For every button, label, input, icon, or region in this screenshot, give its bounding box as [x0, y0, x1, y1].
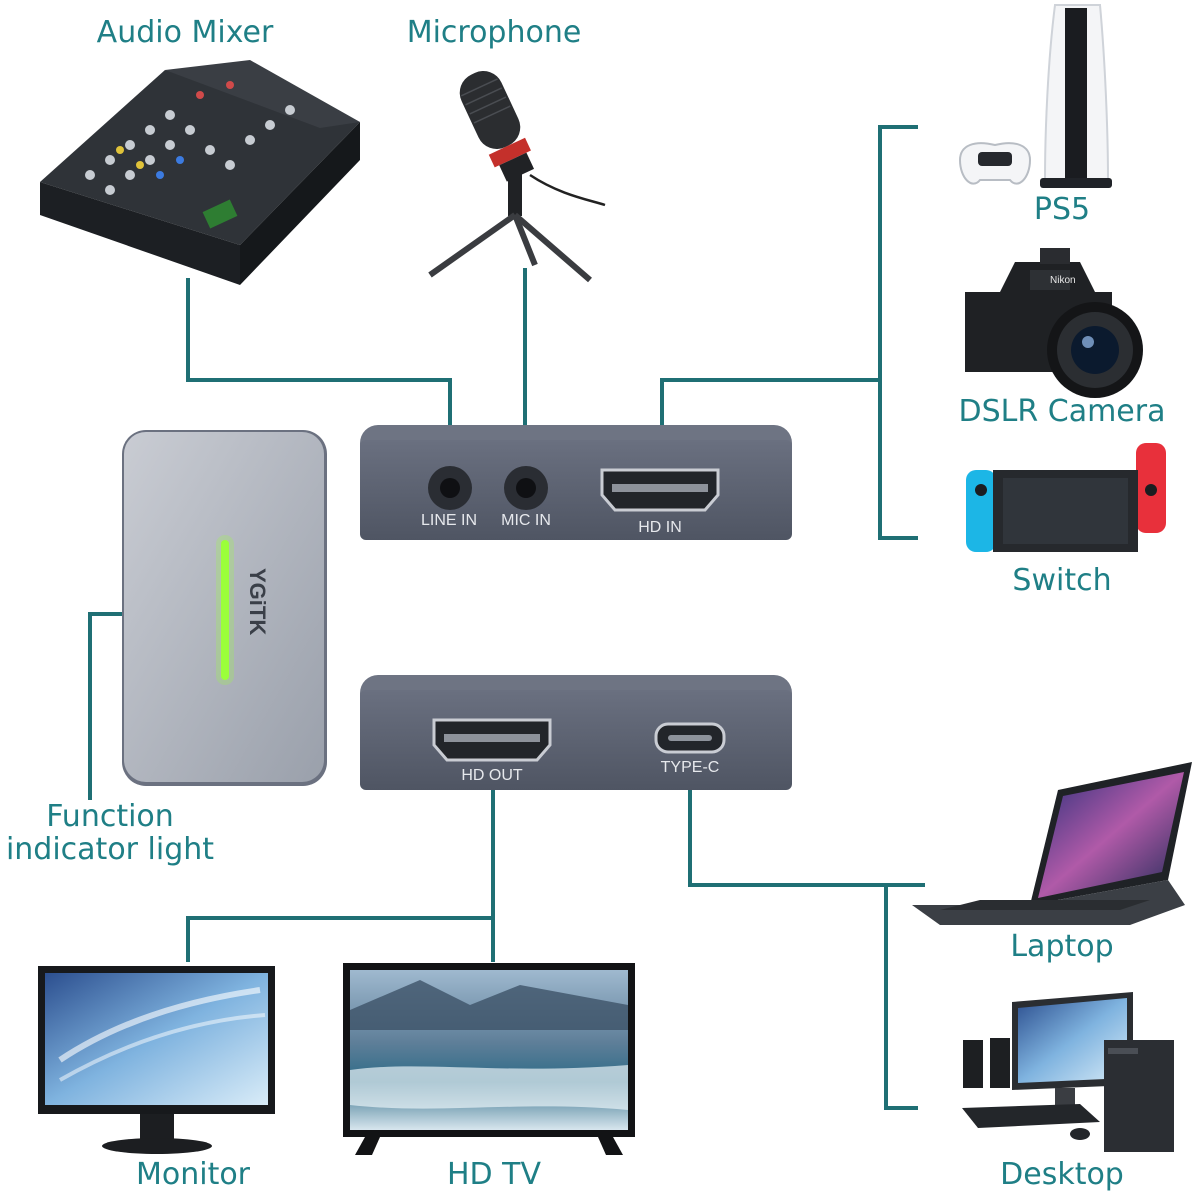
microphone-icon	[428, 71, 606, 283]
laptop-icon	[912, 762, 1192, 925]
device-output-side: HD OUT TYPE-C	[360, 675, 792, 790]
function-indicator-label: Function indicator light	[5, 799, 215, 867]
tv-icon	[343, 963, 635, 1155]
type-c-label: TYPE-C	[661, 759, 720, 776]
switch-label: Switch	[1012, 563, 1112, 598]
mic-in-label: MIC IN	[501, 512, 551, 529]
hd-tv-label: HD TV	[446, 1157, 542, 1192]
microphone-label: Microphone	[406, 15, 582, 50]
device-front-panel: YGiTK	[122, 430, 327, 786]
ps5-label: PS5	[1033, 192, 1091, 227]
desktop-icon	[962, 992, 1174, 1152]
dslr-camera-icon: Nikon	[965, 248, 1143, 398]
line-type-c	[688, 758, 925, 887]
device-input-side: LINE IN MIC IN HD IN	[360, 425, 792, 540]
monitor-label: Monitor	[135, 1157, 251, 1192]
hd-in-label: HD IN	[638, 519, 682, 536]
line-computer-bracket	[884, 885, 918, 1110]
dslr-camera-label: DSLR Camera	[958, 394, 1166, 429]
line-display-bracket	[186, 916, 493, 962]
audio-mixer-label: Audio Mixer	[96, 15, 274, 50]
laptop-label: Laptop	[1010, 929, 1114, 964]
brand-logo: YGiTK	[245, 568, 270, 635]
hd-out-label: HD OUT	[461, 767, 523, 784]
line-source-bracket	[878, 125, 918, 540]
switch-console-icon	[966, 443, 1166, 552]
ps5-icon	[958, 4, 1112, 188]
monitor-icon	[38, 966, 275, 1154]
audio-mixer-icon	[40, 60, 360, 285]
line-in-label: LINE IN	[421, 512, 477, 529]
indicator-light	[221, 540, 229, 680]
svg-text:Nikon: Nikon	[1050, 275, 1076, 286]
desktop-label: Desktop	[1000, 1157, 1124, 1192]
